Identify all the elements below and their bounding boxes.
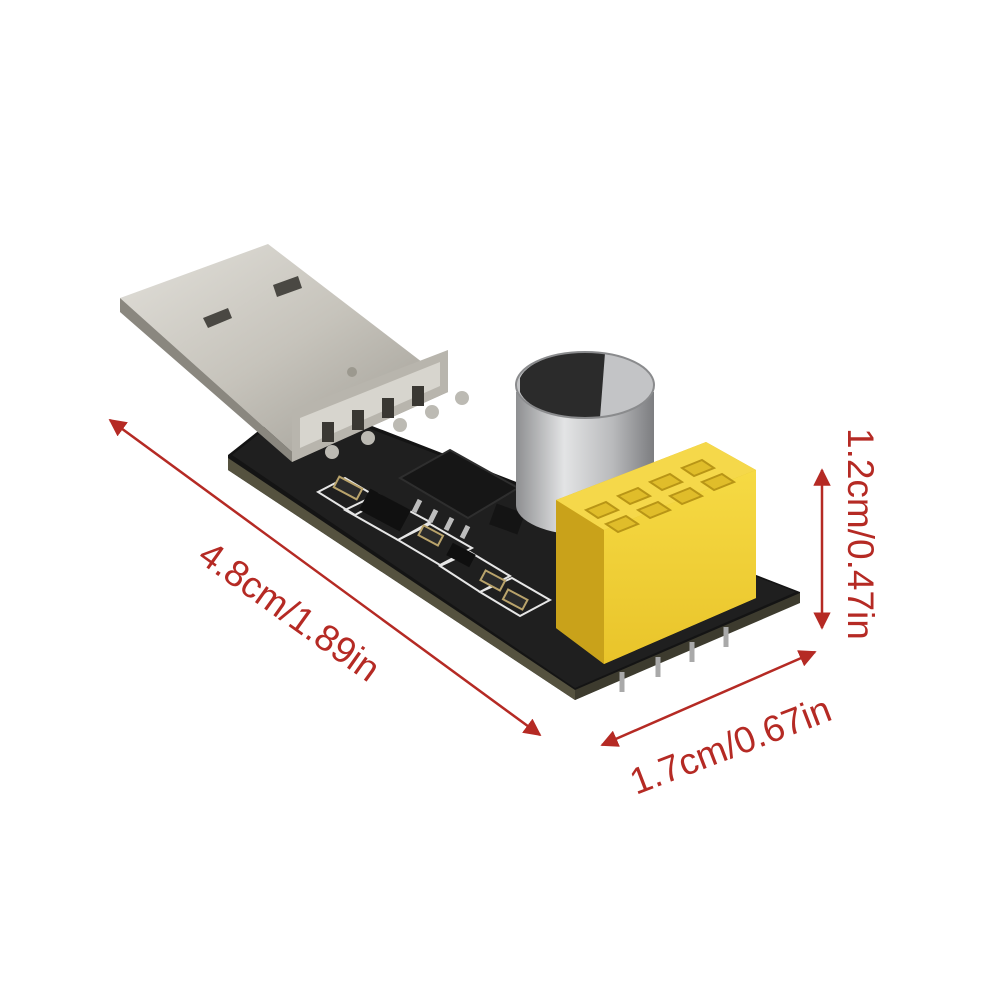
width-label: 1.7cm/0.67in bbox=[624, 688, 836, 802]
esp8266-header bbox=[556, 442, 756, 692]
width-arrow bbox=[600, 650, 817, 747]
length-label: 4.8cm/1.89in bbox=[191, 533, 387, 689]
usb-connector bbox=[120, 244, 469, 462]
dimension-arrows bbox=[108, 418, 831, 747]
height-label: 1.2cm/0.47in bbox=[840, 428, 881, 640]
length-arrow bbox=[108, 418, 542, 737]
